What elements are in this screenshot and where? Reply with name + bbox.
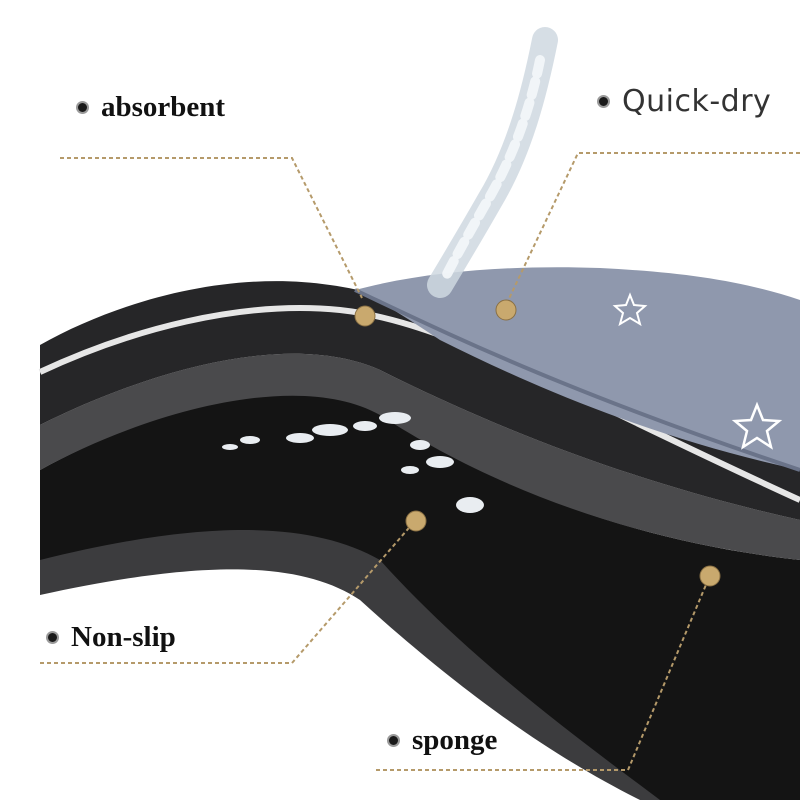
marker-dot-sponge [699,565,721,587]
label-quick-dry-text: Quick-dry [622,84,772,119]
label-absorbent-text: absorbent [101,91,226,123]
label-sponge-text: sponge [412,724,498,756]
sponge-layer [40,389,800,800]
top-layer-edge [354,288,800,472]
label-sponge: sponge [387,724,497,757]
leader-lines [40,152,800,771]
leader-line-sponge [376,579,709,771]
label-non-slip: Non-slip [46,621,176,654]
bullet-dot-icon [76,101,89,114]
bullet-dot-icon [597,95,610,108]
marker-dot-non-slip [405,510,427,532]
quick-dry-layer [355,267,800,470]
leader-line-non-slip [40,521,415,664]
leader-line-quick-dry [505,152,800,306]
leader-line-absorbent [60,157,363,299]
marker-dot-absorbent [354,305,376,327]
bullet-dot-icon [387,734,400,747]
label-quick-dry: Quick-dry [597,84,771,119]
marker-dot-quick-dry [495,299,517,321]
label-non-slip-text: Non-slip [71,621,176,653]
middle-layer [40,353,800,560]
marker-dots [354,299,721,587]
label-absorbent: absorbent [76,91,225,124]
star-icon [612,292,648,327]
water-stream-highlight [440,55,545,283]
star-icon [731,401,783,450]
absorbent-layer [40,281,800,520]
bullet-dot-icon [46,631,59,644]
water-droplets [222,412,484,513]
